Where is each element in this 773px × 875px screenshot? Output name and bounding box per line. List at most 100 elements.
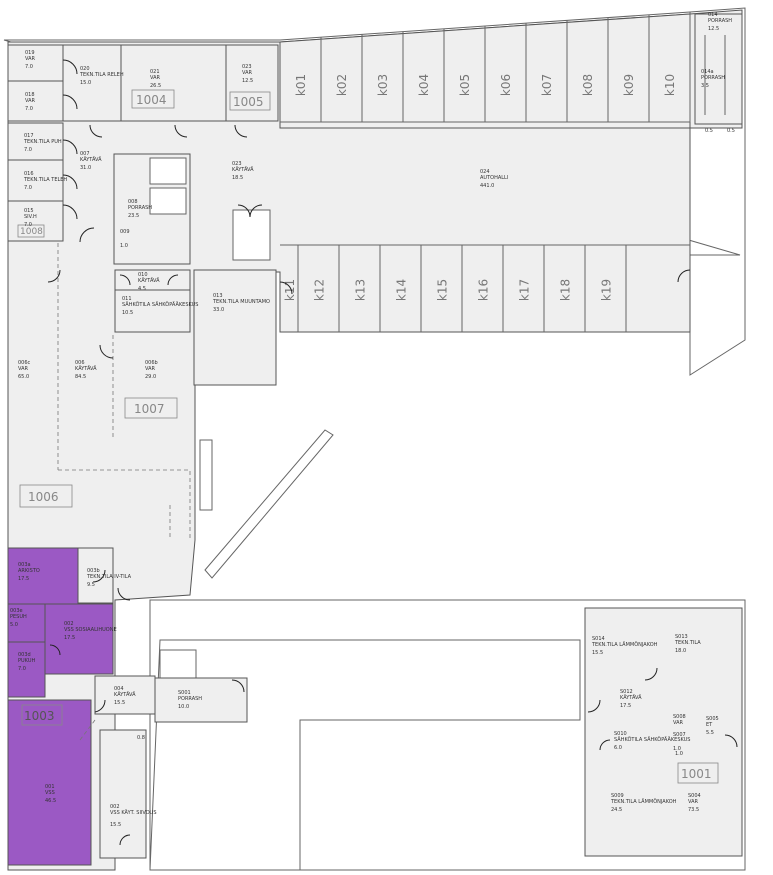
room-area: 10.0	[178, 704, 189, 710]
stall-label: k07	[540, 74, 554, 96]
room-area: 7.0	[18, 666, 26, 672]
room-area: 46.5	[45, 798, 56, 804]
zone-tag-1004: 1004	[131, 89, 175, 109]
room-area: 3.5	[701, 83, 709, 89]
stall-k14: k14	[395, 245, 422, 332]
room-number: 014a	[701, 69, 714, 75]
room-name: TEKN.TILA PUH	[23, 139, 62, 145]
room-number: S014	[592, 636, 605, 642]
room-area: 12.5	[708, 26, 719, 32]
room-area: 5.0	[10, 622, 18, 628]
svg-text:1003: 1003	[24, 709, 55, 723]
stall-label: k03	[376, 74, 390, 96]
stall-label: k01	[294, 74, 308, 96]
room-name: AUTOHALLI	[480, 175, 508, 181]
stall-label: k19	[600, 279, 614, 301]
stall-k15: k15	[436, 245, 463, 332]
stall-k03: k03	[376, 31, 404, 122]
room-name: VAR	[145, 366, 156, 372]
room-area: 33.0	[213, 307, 224, 313]
room-area: 7.0	[24, 147, 32, 153]
stall-label: k13	[354, 279, 368, 301]
room-name: KÄYTÄVÄ	[232, 166, 254, 173]
stall-label: k02	[335, 74, 349, 96]
stall-label: k18	[559, 279, 573, 301]
stall-k10: k10	[663, 11, 691, 122]
room-name: VAR	[150, 75, 161, 81]
room-name: SIV.H	[24, 214, 37, 220]
room-name: TEKN.TILA LÄMMÖNJAKOH	[591, 641, 658, 648]
room-number: 006	[75, 360, 85, 366]
room-number: 011	[122, 296, 132, 302]
room-number: 017	[24, 133, 34, 139]
stall-label: k11	[283, 279, 297, 301]
stall-k13: k13	[354, 245, 381, 332]
stall-k19: k19	[600, 245, 627, 332]
stall-label: k12	[313, 279, 327, 301]
room-area: 31.0	[80, 165, 91, 171]
zone-tag-1001: 1001	[677, 762, 719, 784]
room-number: S004	[688, 793, 701, 799]
svg-text:1001: 1001	[681, 767, 712, 781]
room-number: 023	[232, 161, 242, 167]
room-number: 009	[120, 229, 130, 235]
room-area: 7.0	[25, 64, 33, 70]
room-name: KÄYTÄVÄ	[138, 277, 160, 284]
room-number: S007	[673, 732, 686, 738]
room-name: VAR	[242, 70, 253, 76]
stall-label: k16	[477, 279, 491, 301]
stall-k09: k09	[622, 14, 650, 122]
room-area: 26.5	[150, 83, 161, 89]
room-name: KÄYTÄVÄ	[75, 365, 97, 372]
room-name: PORRASH	[708, 18, 732, 24]
stall-k16: k16	[477, 245, 504, 332]
room-number: S012	[620, 689, 633, 695]
room-number: 020	[80, 66, 90, 72]
svg-text:1004: 1004	[136, 93, 167, 107]
room-009: 009 1.0	[120, 229, 130, 249]
stall-k02: k02	[335, 34, 363, 122]
room-area: 7.0	[24, 222, 32, 228]
room-area: 84.5	[75, 374, 86, 380]
room-name: PORRASH	[178, 696, 202, 702]
room-area: 73.5	[688, 807, 699, 813]
room-area: 15.0	[80, 80, 91, 86]
room-area: 17.5	[64, 635, 75, 641]
room-area: 17.5	[18, 576, 29, 582]
room-area: 1.0	[120, 243, 128, 249]
room-name: TEKN.TILA RELEH	[79, 72, 124, 78]
room-number: 004	[114, 686, 124, 692]
room-number: 001	[45, 784, 55, 790]
stall-label: k17	[518, 279, 532, 301]
room-name: KÄYTÄVÄ	[114, 691, 136, 698]
room-area: 29.0	[145, 374, 156, 380]
room-name: PORRASH	[128, 205, 152, 211]
room-name: VAR	[25, 56, 36, 62]
room-number: 015	[24, 208, 34, 214]
room-name: ARKISTO	[18, 568, 40, 574]
room-number: 023	[242, 64, 252, 70]
stall-k04: k04	[417, 28, 445, 122]
room-area: 17.5	[620, 703, 631, 709]
room-area: 7.0	[25, 106, 33, 112]
stall-label: k15	[436, 279, 450, 301]
room-number: 021	[150, 69, 160, 75]
